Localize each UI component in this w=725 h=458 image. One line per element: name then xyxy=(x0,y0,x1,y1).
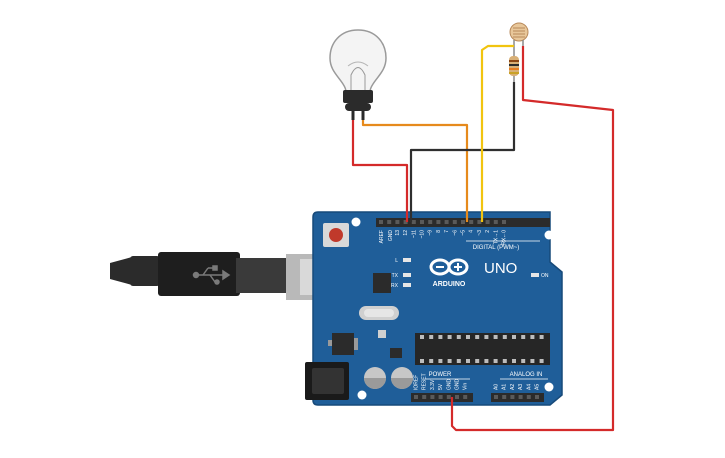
header-pin[interactable] xyxy=(535,395,539,399)
digital-pin-label: ~5 xyxy=(461,230,467,236)
header-pin[interactable] xyxy=(446,395,451,399)
capacitor xyxy=(391,367,413,389)
header-pin[interactable] xyxy=(452,220,457,224)
header-pin[interactable] xyxy=(510,395,515,399)
analog-pin-label: A2 xyxy=(510,384,516,390)
digital-pin-label: 2 xyxy=(485,230,491,233)
digital-pin-label: TX→1 xyxy=(493,230,499,244)
wire-dark-resistor-gnd xyxy=(409,82,516,222)
voltage-regulator xyxy=(332,333,354,355)
header-pin[interactable] xyxy=(395,220,400,224)
led-rx xyxy=(403,283,411,287)
header-pin[interactable] xyxy=(414,395,418,399)
analog-pin-label: A5 xyxy=(535,384,541,390)
analog-pin-label: A0 xyxy=(494,384,500,390)
mount-hole xyxy=(351,217,361,227)
header-pin[interactable] xyxy=(455,395,459,399)
analog-pin-label: A3 xyxy=(518,384,524,390)
header-pin[interactable] xyxy=(526,395,531,399)
gnd-label: GND xyxy=(388,230,394,242)
header-pin[interactable] xyxy=(493,220,498,224)
header-pin[interactable] xyxy=(502,395,507,399)
header-pin[interactable] xyxy=(436,220,441,224)
header-pin[interactable] xyxy=(379,220,383,224)
capacitor xyxy=(364,367,386,389)
header-pin[interactable] xyxy=(420,220,424,224)
power-jack[interactable] xyxy=(305,362,349,400)
wire-red-ldr-5v xyxy=(450,46,615,432)
digital-pin-label: ~11 xyxy=(411,230,417,238)
header-pin[interactable] xyxy=(403,220,408,224)
board-model: UNO xyxy=(484,260,517,277)
mount-hole xyxy=(544,230,554,240)
digital-pin-label: 12 xyxy=(403,230,409,236)
power-pin-label: IOREF xyxy=(414,375,420,390)
atmega-chip xyxy=(415,333,550,365)
digital-pin-label: 7 xyxy=(444,230,450,233)
power-pin-label: Vin xyxy=(463,383,469,390)
header-pin[interactable] xyxy=(518,395,523,399)
wire-orange-bulb-pin8 xyxy=(361,120,469,222)
power-pin-label: RESET xyxy=(422,373,428,390)
analog-pin-label: A1 xyxy=(502,384,508,390)
smd-chip xyxy=(390,348,402,358)
usb-chip xyxy=(373,273,391,293)
led-on xyxy=(531,273,539,277)
digital-pin-label: 8 xyxy=(436,230,442,233)
led-tx xyxy=(403,273,411,277)
board-brand: ARDUINO xyxy=(433,281,466,288)
digital-label: DIGITAL (PWM~) xyxy=(473,245,520,251)
resistor-icon[interactable] xyxy=(509,46,519,82)
header-pin[interactable] xyxy=(469,220,474,224)
mount-hole xyxy=(544,382,554,392)
header-pin[interactable] xyxy=(502,220,506,224)
analog-header[interactable] xyxy=(491,393,544,402)
digital-pin-label: ~9 xyxy=(428,230,434,236)
reset-button[interactable] xyxy=(323,223,349,247)
header-pin[interactable] xyxy=(485,220,490,224)
digital-pin-label: 13 xyxy=(395,230,401,236)
light-bulb-icon[interactable] xyxy=(329,29,387,120)
analog-label: ANALOG IN xyxy=(510,372,543,378)
mount-hole xyxy=(357,390,367,400)
analog-pin-label: A4 xyxy=(526,384,532,390)
header-pin[interactable] xyxy=(428,220,433,224)
digital-pin-label: ~6 xyxy=(452,230,458,236)
header-pin[interactable] xyxy=(463,395,468,399)
header-pin[interactable] xyxy=(430,395,435,399)
power-pin-label: 5V xyxy=(438,383,444,390)
arduino-logo-icon xyxy=(429,258,469,276)
power-label: POWER xyxy=(429,372,452,378)
header-pin[interactable] xyxy=(494,395,498,399)
power-pin-label: GND xyxy=(455,379,461,391)
digital-pin-label: RX←0 xyxy=(502,230,508,245)
power-pin-label: 3.3V xyxy=(430,379,436,390)
wire-red-bulb-gnd xyxy=(351,120,409,222)
wires xyxy=(351,44,615,432)
photoresistor-icon[interactable] xyxy=(509,22,529,46)
wire-yellow-ldr-pin7 xyxy=(480,44,514,222)
aref-label: AREF xyxy=(379,230,385,243)
header-pin[interactable] xyxy=(438,395,443,399)
led-l xyxy=(403,258,411,262)
digital-pin-label: 4 xyxy=(469,230,475,233)
led-rx-label: RX xyxy=(391,283,399,289)
header-pin[interactable] xyxy=(444,220,449,224)
digital-pin-label: ~3 xyxy=(477,230,483,236)
header-pin[interactable] xyxy=(477,220,482,224)
header-pin[interactable] xyxy=(461,220,465,224)
led-l-label: L xyxy=(395,258,398,264)
header-pin[interactable] xyxy=(387,220,392,224)
led-on-label: ON xyxy=(541,273,549,279)
led-tx-label: TX xyxy=(392,273,399,279)
header-pin[interactable] xyxy=(411,220,416,224)
header-pin[interactable] xyxy=(422,395,427,399)
digital-pin-label: ~10 xyxy=(420,230,426,239)
power-pin-label: GND xyxy=(446,379,452,391)
